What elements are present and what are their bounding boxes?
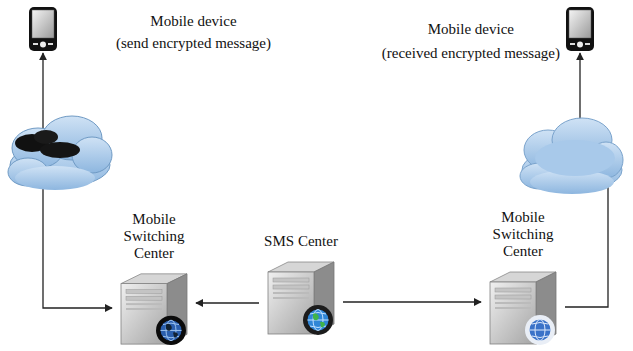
- connector-arrow: [196, 302, 259, 303]
- node-label: SMS Center: [264, 233, 338, 250]
- right-cloud: [520, 118, 623, 194]
- node-label: Mobile Switching Center: [124, 211, 185, 262]
- node-label: Mobile device(send encrypted message): [116, 10, 271, 54]
- node-label: Mobile device(received encrypted message…: [382, 17, 560, 65]
- mobile-device: Mobile device(received encrypted message…: [565, 6, 595, 52]
- connector-arrow: [343, 301, 481, 302]
- server-node: Mobile Switching Center: [482, 266, 564, 348]
- mobile-device-icon: [28, 6, 58, 52]
- node-note: (send encrypted message): [116, 32, 271, 54]
- server-icon: [113, 268, 195, 348]
- node-note: (received encrypted message): [382, 41, 560, 65]
- left-cloud: [8, 116, 112, 190]
- mobile-device-icon: [565, 6, 595, 52]
- server-icon: [260, 256, 342, 338]
- node-title: SMS Center: [264, 233, 338, 250]
- server-icon: [482, 266, 564, 348]
- node-title: Mobile Switching Center: [493, 209, 554, 260]
- node-title: Mobile device: [116, 10, 271, 32]
- node-title: Mobile device: [382, 17, 560, 41]
- node-label: Mobile Switching Center: [493, 209, 554, 260]
- server-node: Mobile Switching Center: [113, 268, 195, 348]
- server-node: SMS Center: [260, 256, 342, 338]
- node-title: Mobile Switching Center: [124, 211, 185, 262]
- mobile-device: Mobile device(send encrypted message): [28, 6, 58, 52]
